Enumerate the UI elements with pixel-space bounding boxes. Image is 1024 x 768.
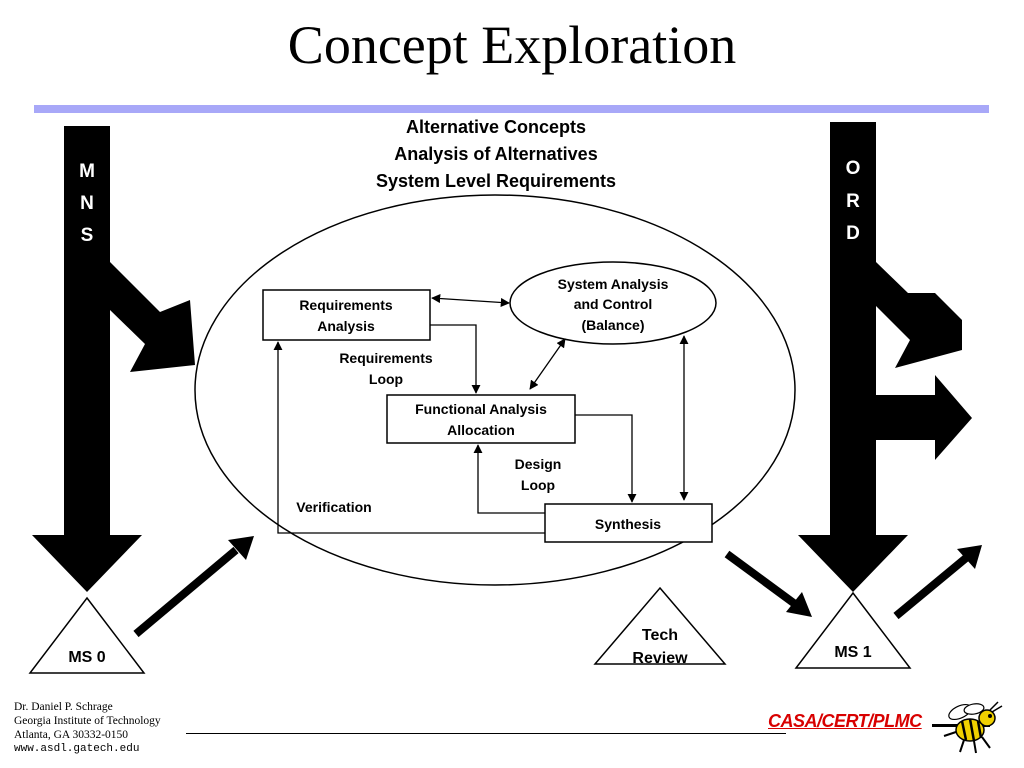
title-divider bbox=[34, 105, 989, 113]
requirements-analysis-label: Requirements Analysis bbox=[299, 297, 393, 334]
synthesis-box bbox=[544, 503, 713, 543]
ord-arrow bbox=[798, 122, 972, 592]
header-line: Alternative Concepts bbox=[406, 117, 586, 137]
design-loop-label: Design Loop bbox=[515, 456, 562, 493]
ms0-out-arrowhead bbox=[228, 536, 254, 560]
functional-sysanalysis-arrow bbox=[529, 338, 566, 390]
mns-letter: M bbox=[79, 161, 95, 182]
ms1-out-arrow bbox=[893, 554, 969, 620]
synthesis-label: Synthesis bbox=[595, 516, 661, 532]
header-line: Analysis of Alternatives bbox=[394, 144, 597, 164]
mns-label: M N S bbox=[79, 161, 95, 246]
ord-letter: O bbox=[846, 158, 861, 179]
author-name: Dr. Daniel P. Schrage bbox=[14, 701, 113, 713]
footer-divider bbox=[186, 733, 786, 734]
verification-label: Verification bbox=[296, 499, 371, 515]
ms1-out-arrowhead bbox=[957, 545, 982, 569]
author-address: Atlanta, GA 30332-0150 bbox=[14, 729, 129, 741]
synthesis-ms1-arrow bbox=[724, 550, 798, 608]
functional-synthesis-arrow bbox=[575, 414, 637, 503]
ms1-milestone: MS 1 bbox=[794, 591, 912, 669]
system-analysis-line: and Control bbox=[574, 296, 653, 312]
ms1-label: MS 1 bbox=[834, 644, 871, 661]
requirements-analysis-line: Analysis bbox=[317, 318, 375, 334]
milestone-arrows bbox=[133, 536, 982, 638]
req-sysanalysis-arrow bbox=[431, 293, 510, 308]
design-loop-line: Design bbox=[515, 456, 562, 472]
ord-letter: R bbox=[846, 191, 860, 212]
requirements-loop-line: Requirements bbox=[339, 350, 433, 366]
ms0-label: MS 0 bbox=[68, 649, 105, 666]
footer-author: Dr. Daniel P. Schrage Georgia Institute … bbox=[14, 700, 161, 756]
functional-analysis-line: Functional Analysis bbox=[415, 401, 547, 417]
requirements-loop-label: Requirements Loop bbox=[339, 350, 433, 387]
process-ellipse bbox=[194, 194, 796, 586]
requirements-analysis-box bbox=[262, 289, 431, 341]
ms0-milestone: MS 0 bbox=[28, 596, 146, 674]
functional-analysis-box bbox=[386, 394, 576, 444]
tech-review-milestone: Tech Review bbox=[593, 586, 727, 667]
ord-label: O R D bbox=[846, 158, 861, 244]
synthesis-functional-arrow bbox=[473, 444, 545, 514]
flow-arrows bbox=[273, 293, 689, 534]
tech-review-line: Tech bbox=[642, 627, 678, 644]
functional-analysis-line: Allocation bbox=[447, 422, 515, 438]
ord-letter: D bbox=[846, 223, 860, 244]
mns-letter: S bbox=[81, 225, 94, 246]
page-title: Concept Exploration bbox=[287, 15, 737, 75]
functional-analysis-label: Functional Analysis Allocation bbox=[415, 401, 547, 438]
requirements-loop-line: Loop bbox=[369, 371, 403, 387]
design-loop-line: Loop bbox=[521, 477, 555, 493]
req-functional-arrow bbox=[430, 324, 481, 394]
header-line: System Level Requirements bbox=[376, 171, 616, 191]
tech-review-line: Review bbox=[632, 650, 688, 667]
system-analysis-line: System Analysis bbox=[558, 276, 669, 292]
mns-arrow bbox=[32, 126, 195, 592]
system-analysis-line: (Balance) bbox=[581, 317, 644, 333]
yellow-jacket-logo-icon bbox=[932, 701, 1003, 754]
requirements-analysis-line: Requirements bbox=[299, 297, 393, 313]
diagram-header: Alternative Concepts Analysis of Alterna… bbox=[376, 117, 616, 191]
system-analysis-ellipse bbox=[509, 261, 717, 345]
ms0-out-arrow bbox=[133, 546, 239, 638]
verification-arrow bbox=[273, 341, 545, 534]
brand-logo-text: CASA/CERT/PLMC bbox=[768, 711, 922, 731]
mns-letter: N bbox=[80, 193, 94, 214]
system-analysis-label: System Analysis and Control (Balance) bbox=[558, 276, 669, 333]
author-institution: Georgia Institute of Technology bbox=[14, 715, 161, 727]
author-website: www.asdl.gatech.edu bbox=[14, 743, 140, 755]
synthesis-ms1-arrowhead bbox=[786, 592, 812, 617]
